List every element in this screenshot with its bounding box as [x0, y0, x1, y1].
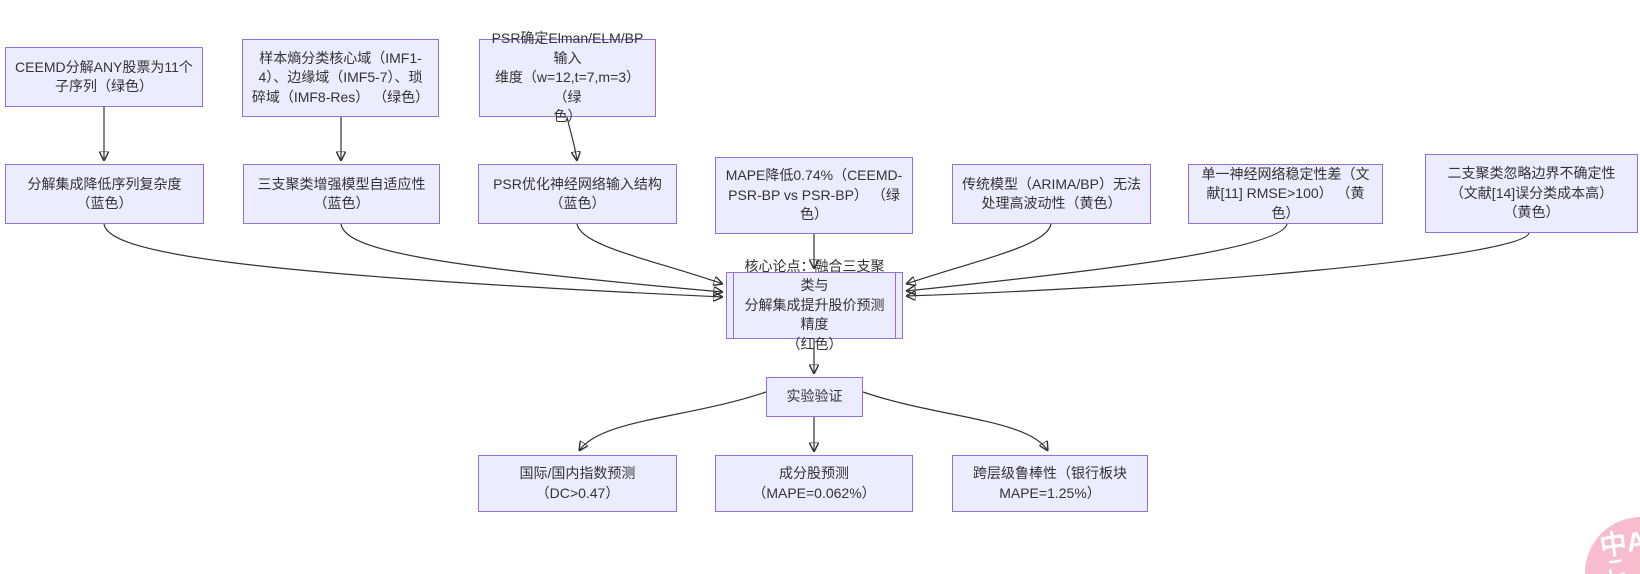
node-core-thesis-label: 核心论点：融合三支聚类与 分解集成提升股价预测精度 （红色）: [744, 257, 885, 352]
node-single-nn-label: 单一神经网络稳定性差（文 献[11] RMSE>100） （黄色）: [1201, 165, 1370, 221]
node-experiment-label: 实验验证: [786, 388, 843, 405]
node-psr-opt: PSR优化神经网络输入结构 （蓝色）: [478, 164, 677, 224]
node-threeway-label: 三支聚类增强模型自适应性 （蓝色）: [257, 175, 426, 212]
node-ceemd: CEEMD分解ANY股票为11个 子序列（绿色）: [5, 47, 203, 107]
node-psr-dim-label: PSR确定Elman/ELM/BP输入 维度（w=12,t=7,m=3） （绿 …: [491, 30, 644, 125]
node-index-pred: 国际/国内指数预测 （DC>0.47）: [478, 455, 677, 512]
node-stock-pred-label: 成分股预测 （MAPE=0.062%）: [752, 465, 876, 501]
edge-psropt-core: [576, 223, 723, 284]
node-core-thesis: 核心论点：融合三支聚类与 分解集成提升股价预测精度 （红色）: [726, 258, 903, 352]
node-robust-label: 跨层级鲁棒性（银行板块 MAPE=1.25%）: [973, 465, 1127, 501]
node-twoway-label: 二支聚类忽略边界不确定性 （文献[14]误分类成本高） （黄色）: [1447, 165, 1616, 221]
node-traditional: 传统模型（ARIMA/BP）无法 处理高波动性（黄色）: [952, 164, 1151, 224]
node-experiment: 实验验证: [766, 377, 863, 417]
edge-experiment-robust: [862, 391, 1048, 451]
node-single-nn: 单一神经网络稳定性差（文 献[11] RMSE>100） （黄色）: [1188, 164, 1383, 224]
node-mape-label: MAPE降低0.74%（CEEMD- PSR-BP vs PSR-BP） （绿 …: [725, 167, 903, 223]
edge-twoway-core: [906, 232, 1530, 296]
edge-singlenn-core: [906, 223, 1288, 291]
node-decomp-label: 分解集成降低序列复杂度 （蓝色）: [27, 175, 182, 212]
edge-threeway-core: [340, 223, 723, 292]
node-stock-pred: 成分股预测 （MAPE=0.062%）: [715, 455, 913, 512]
node-psr-dim: PSR确定Elman/ELM/BP输入 维度（w=12,t=7,m=3） （绿 …: [479, 30, 656, 124]
edge-psrdim-psropt: [566, 116, 577, 161]
node-decomp: 分解集成降低序列复杂度 （蓝色）: [5, 164, 204, 224]
edge-experiment-index: [579, 391, 767, 451]
node-index-pred-label: 国际/国内指数预测 （DC>0.47）: [519, 465, 636, 501]
node-traditional-label: 传统模型（ARIMA/BP）无法 处理高波动性（黄色）: [962, 175, 1141, 212]
node-ceemd-label: CEEMD分解ANY股票为11个 子序列（绿色）: [15, 58, 193, 95]
edge-decomp-core: [103, 223, 723, 297]
edge-traditional-core: [906, 223, 1052, 284]
node-robust: 跨层级鲁棒性（银行板块 MAPE=1.25%）: [952, 455, 1148, 512]
node-threeway: 三支聚类增强模型自适应性 （蓝色）: [243, 164, 440, 224]
node-psr-opt-label: PSR优化神经网络输入结构 （蓝色）: [493, 175, 662, 212]
node-twoway: 二支聚类忽略边界不确定性 （文献[14]误分类成本高） （黄色）: [1425, 154, 1638, 233]
node-entropy-label: 样本熵分类核心域（IMF1- 4）、边缘域（IMF5-7）、琐 碎域（IMF8-…: [251, 49, 430, 105]
node-entropy: 样本熵分类核心域（IMF1- 4）、边缘域（IMF5-7）、琐 碎域（IMF8-…: [242, 39, 439, 117]
node-mape: MAPE降低0.74%（CEEMD- PSR-BP vs PSR-BP） （绿 …: [715, 157, 913, 234]
